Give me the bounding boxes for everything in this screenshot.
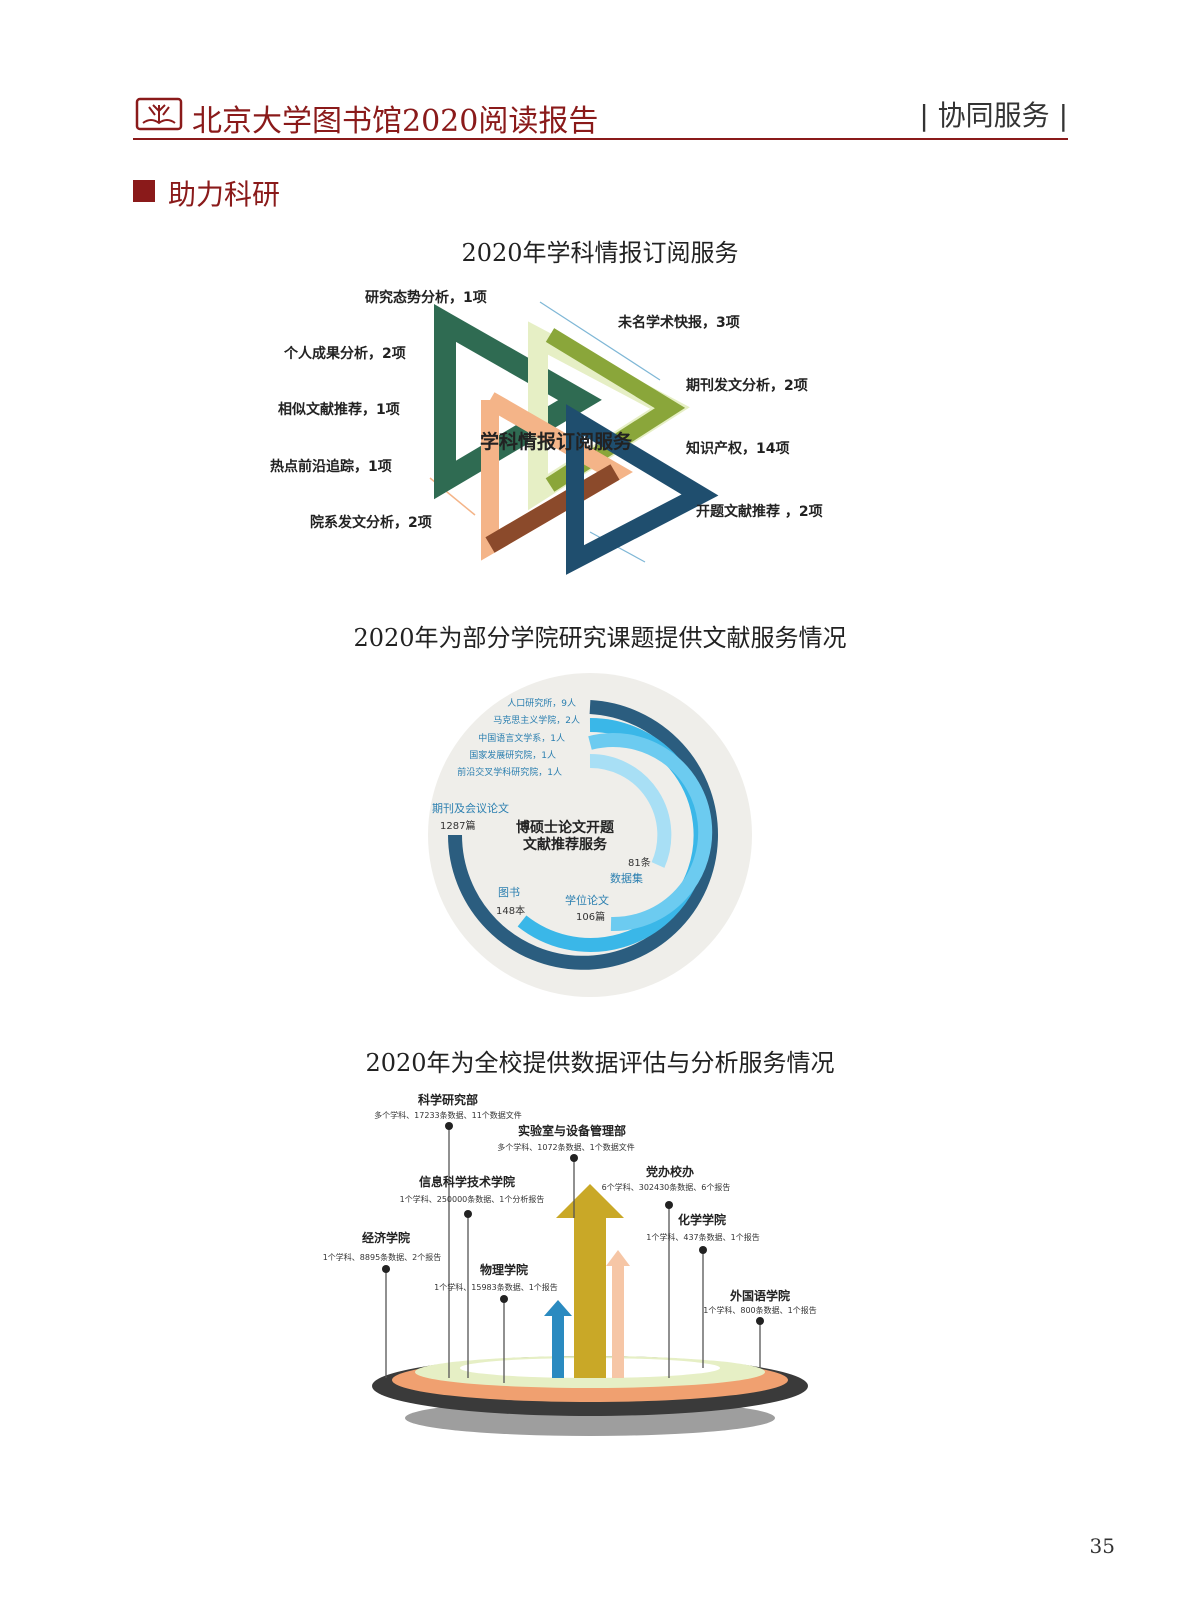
unit-name: 经济学院 [362, 1230, 410, 1245]
page-number: 35 [1089, 1534, 1115, 1558]
college-label: 前沿交叉学科研究院，1人 [457, 766, 562, 778]
unit-detail: 多个学科、1072条数据、1个数据文件 [497, 1142, 634, 1152]
unit-detail: 1个学科、250000条数据、1个分析报告 [400, 1194, 545, 1204]
blue-arrow [544, 1300, 572, 1378]
gold-arrow [556, 1184, 624, 1378]
subscription-diagram: 学科情报订阅服务 研究态势分析，1项 未名学术快报，3项 个人成果分析，2项 期… [270, 289, 823, 575]
college-label: 国家发展研究院，1人 [469, 749, 556, 761]
decorative-line [539, 301, 661, 381]
subscription-center-label: 学科情报订阅服务 [480, 430, 633, 453]
evaluation-diagram: 科学研究部 多个学科、17233条数据、11个数据文件 实验室与设备管理部 多个… [323, 1092, 817, 1436]
thesis-chart-title: 2020年为部分学院研究课题提供文献服务情况 [353, 624, 847, 652]
subscription-item-label: 未名学术快报，3项 [618, 314, 740, 331]
thesis-radial-chart: 人口研究所，9人 马克思主义学院，2人 中国语言文学系，1人 国家发展研究院，1… [428, 673, 752, 997]
unit-detail: 1个学科、8895条数据、2个报告 [323, 1252, 442, 1262]
thesis-center-label-line2: 文献推荐服务 [523, 836, 608, 853]
resource-name-theses: 学位论文 [565, 893, 609, 907]
college-label: 人口研究所，9人 [507, 697, 576, 709]
unit-name: 信息科学技术学院 [419, 1174, 515, 1189]
subscription-item-label: 个人成果分析，2项 [283, 345, 406, 362]
unit-detail: 1个学科、800条数据、1个报告 [703, 1305, 816, 1315]
college-label: 中国语言文学系，1人 [478, 732, 565, 744]
dark-green-triangle [434, 304, 602, 500]
subscription-item-label: 期刊发文分析，2项 [686, 377, 808, 394]
navy-triangle [566, 404, 719, 575]
section-tag: | 协同服务 | [919, 99, 1068, 132]
resource-count-books: 148本 [496, 904, 525, 917]
unit-detail: 多个学科、17233条数据、11个数据文件 [374, 1110, 522, 1120]
peach-arrow [606, 1250, 630, 1378]
subscription-chart-title: 2020年学科情报订阅服务 [461, 239, 739, 267]
unit-name: 实验室与设备管理部 [518, 1123, 626, 1138]
unit-detail: 1个学科、15983条数据、1个报告 [434, 1282, 558, 1292]
subscription-item-label: 研究态势分析，1项 [365, 289, 487, 306]
unit-name: 物理学院 [480, 1262, 528, 1277]
resource-name-journals: 期刊及会议论文 [432, 801, 509, 815]
evaluation-chart-title: 2020年为全校提供数据评估与分析服务情况 [365, 1049, 835, 1077]
arc-theses [588, 733, 713, 932]
subscription-item-label: 院系发文分析，2项 [310, 514, 432, 531]
thesis-center-label-line1: 博硕士论文开题 [516, 819, 615, 836]
header-divider [133, 138, 1068, 140]
resource-count-theses: 106篇 [576, 910, 605, 923]
section-heading: 助力科研 [168, 178, 281, 211]
arc-datasets [589, 753, 672, 868]
college-label: 马克思主义学院，2人 [493, 714, 580, 726]
brown-edge [485, 464, 620, 553]
subscription-item-label: 相似文献推荐，1项 [278, 401, 400, 418]
resource-name-datasets: 数据集 [610, 871, 643, 885]
resource-count-journals: 1287篇 [440, 819, 475, 832]
library-logo-icon [135, 97, 183, 131]
unit-detail: 1个学科、437条数据、1个报告 [646, 1232, 759, 1242]
subscription-item-label: 知识产权，14项 [686, 440, 789, 457]
resource-name-books: 图书 [498, 886, 520, 899]
unit-detail: 6个学科、302430条数据、6个报告 [602, 1182, 731, 1192]
subscription-item-label: 热点前沿追踪，1项 [270, 458, 392, 475]
report-title: 北京大学图书馆2020阅读报告 [192, 104, 599, 139]
section-marker-icon [133, 180, 155, 202]
unit-name: 外国语学院 [730, 1288, 790, 1303]
arc-journals [448, 700, 718, 970]
subscription-item-label: 开题文献推荐 ，2项 [696, 503, 823, 520]
unit-name: 化学学院 [678, 1212, 726, 1227]
resource-count-datasets: 81条 [628, 856, 651, 869]
unit-name: 科学研究部 [418, 1092, 478, 1107]
unit-name: 党办校办 [646, 1164, 694, 1179]
